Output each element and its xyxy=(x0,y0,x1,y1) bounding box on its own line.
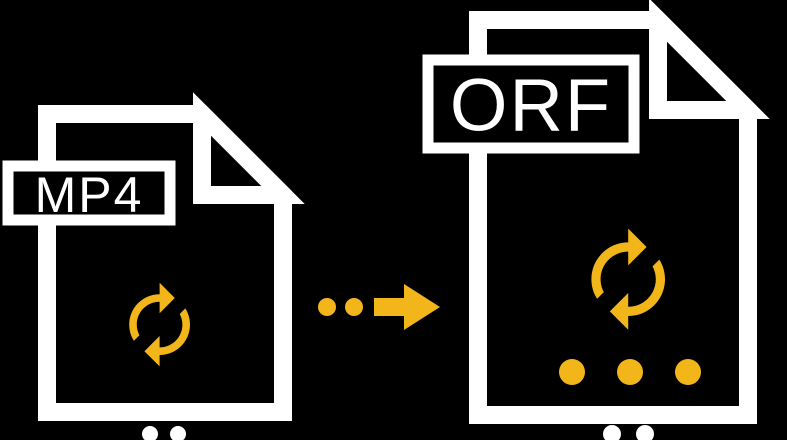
ellipsis-dot xyxy=(675,359,701,385)
source-file-folded-corner-icon xyxy=(193,92,305,204)
ellipsis-dot xyxy=(170,426,186,440)
ellipsis-dot xyxy=(636,425,654,440)
ellipsis-dot xyxy=(603,425,621,440)
source-ellipsis-dots xyxy=(142,426,186,440)
refresh-arrows-icon xyxy=(129,282,190,367)
ellipsis-dot xyxy=(142,426,158,440)
ellipsis-dot xyxy=(559,359,585,385)
arrow-head-icon xyxy=(404,284,440,330)
target-file-folded-corner-icon xyxy=(649,0,770,119)
target-format-label-box xyxy=(422,54,640,154)
arrow-trail-dot xyxy=(345,298,363,316)
arrow-shaft xyxy=(374,298,408,316)
source-file: MP4 xyxy=(2,92,305,440)
source-refresh-icon xyxy=(129,282,190,367)
target-file: ORF xyxy=(422,0,770,440)
source-format-label-box xyxy=(2,160,176,226)
source-format-label: MP4 xyxy=(35,167,144,223)
target-bottom-ellipsis-dots xyxy=(603,425,654,440)
target-accent-ellipsis-dots xyxy=(559,359,701,385)
target-format-label: ORF xyxy=(450,64,612,147)
conversion-arrow xyxy=(318,284,440,330)
ellipsis-dot xyxy=(617,359,643,385)
arrow-trail-dot xyxy=(318,298,336,316)
target-refresh-icon xyxy=(591,228,665,330)
refresh-arrows-icon xyxy=(591,228,665,330)
